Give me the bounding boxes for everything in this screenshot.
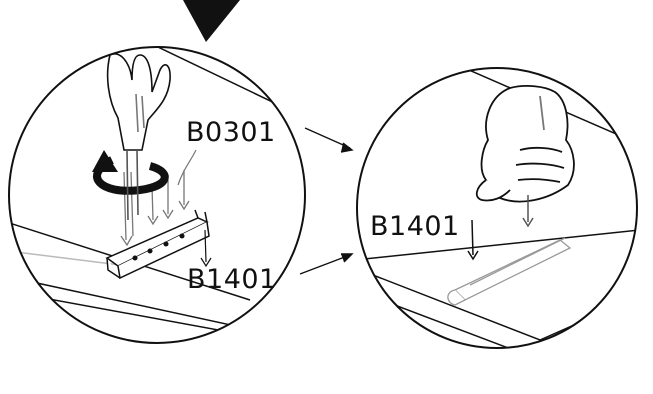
part-label-bracket-left: B1401 (187, 264, 277, 295)
bracket-part (105, 209, 210, 280)
arrow-pointer-icon (183, 0, 240, 42)
part-label-bracket-right: B1401 (370, 211, 460, 242)
part-label-screw: B0301 (186, 117, 276, 148)
hand-icon (106, 53, 171, 221)
rotate-arrow-icon (93, 156, 169, 195)
connector-arrows (299, 127, 354, 275)
fist-icon (475, 85, 575, 203)
bracket-part (447, 237, 572, 306)
screw-set (120, 170, 190, 247)
detail-circle-right (356, 67, 638, 349)
detail-circle-left (8, 46, 306, 344)
